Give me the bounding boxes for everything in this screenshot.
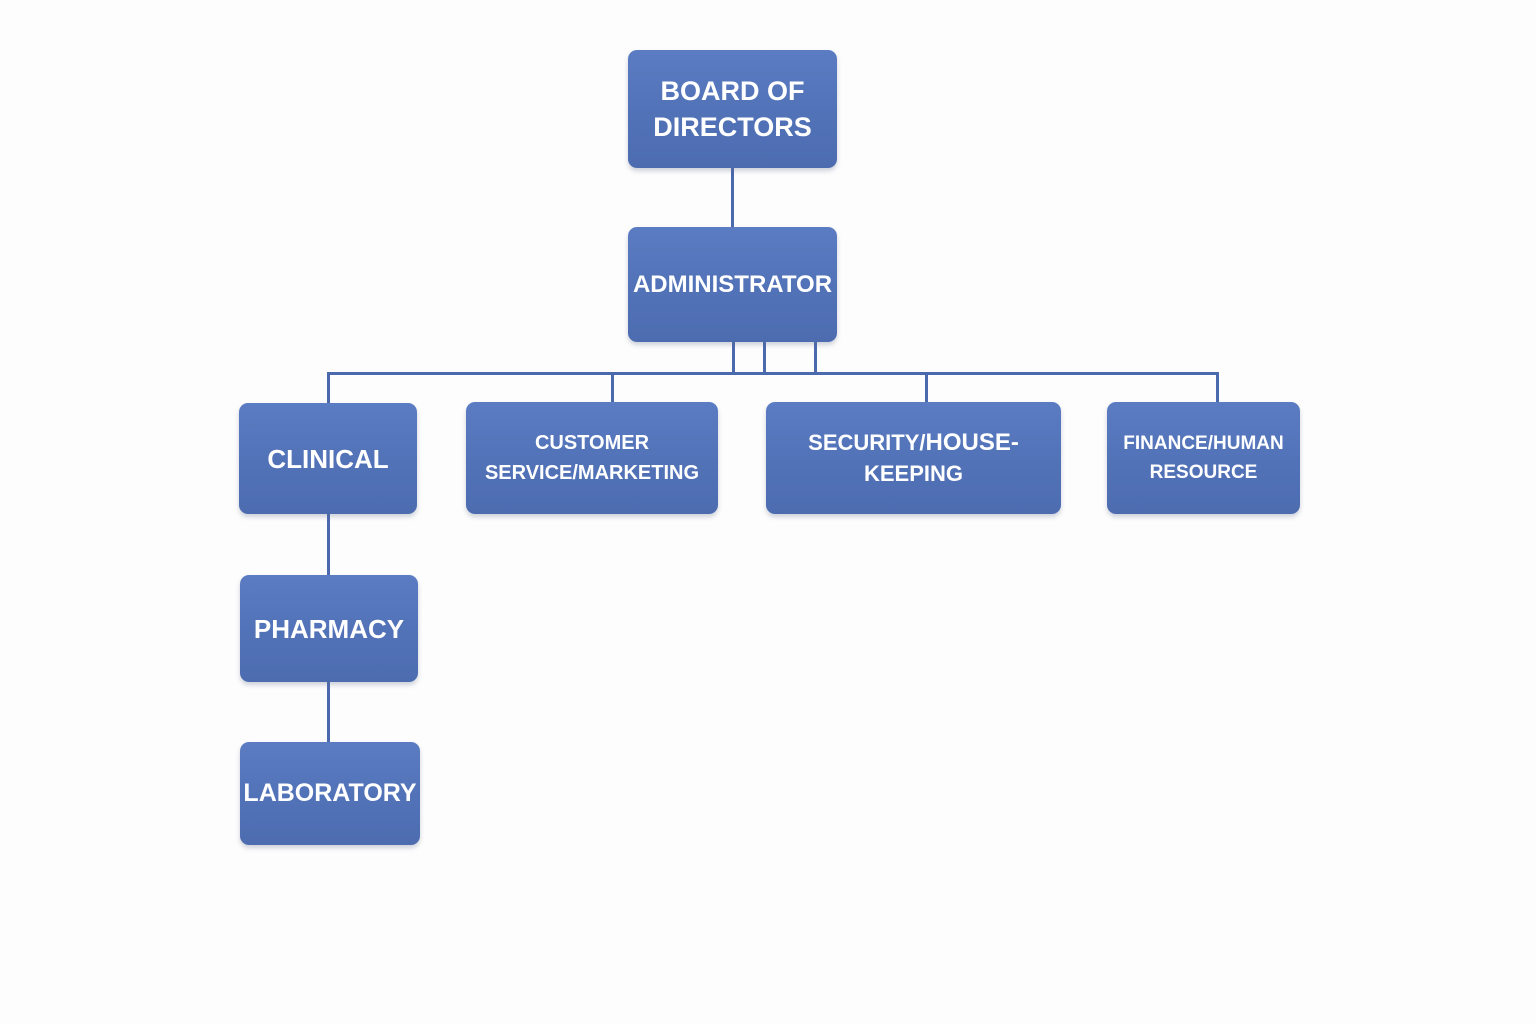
connector-administrator-stub-1: [732, 342, 735, 375]
connector-administrator-stub-2: [763, 342, 766, 375]
node-label: SERVICE/MARKETING: [484, 462, 700, 484]
node-label: ADMINISTRATOR: [632, 270, 833, 298]
node-security-housekeeping: SECURITY/HOUSE- KEEPING: [766, 402, 1061, 514]
node-administrator: ADMINISTRATOR: [628, 227, 837, 342]
node-customer-service-marketing: CUSTOMER SERVICE/MARKETING: [466, 402, 718, 514]
node-label: CUSTOMER: [534, 432, 650, 454]
node-label-segment: HOUSE-: [925, 429, 1019, 456]
node-label: RESOURCE: [1149, 462, 1258, 483]
node-label: PHARMACY: [253, 613, 405, 644]
connector-clinical-to-pharmacy: [327, 514, 330, 575]
node-label: SECURITY/HOUSE-: [808, 427, 1019, 458]
connector-drop-finance: [1216, 372, 1219, 403]
node-label: BOARD OF: [660, 76, 805, 106]
connector-pharmacy-to-laboratory: [327, 682, 330, 742]
node-laboratory: LABORATORY: [240, 742, 420, 845]
node-label-segment: SECURITY/: [808, 430, 926, 455]
node-board-of-directors: BOARD OF DIRECTORS: [628, 50, 837, 168]
node-clinical: CLINICAL: [239, 403, 417, 514]
connector-administrator-stub-3: [814, 342, 817, 375]
connector-drop-customer-service: [611, 372, 614, 403]
node-label: CLINICAL: [267, 443, 389, 474]
connector-bus-line: [327, 372, 1219, 375]
connector-drop-clinical: [327, 372, 330, 403]
node-finance-human-resource: FINANCE/HUMAN RESOURCE: [1107, 402, 1300, 514]
connector-drop-security: [925, 372, 928, 403]
node-label: LABORATORY: [243, 779, 417, 807]
node-label-segment: KEEPING: [863, 461, 964, 486]
node-label: DIRECTORS: [653, 112, 812, 142]
connector-board-to-administrator: [731, 168, 734, 228]
node-pharmacy: PHARMACY: [240, 575, 418, 682]
node-label: FINANCE/HUMAN: [1123, 433, 1284, 454]
